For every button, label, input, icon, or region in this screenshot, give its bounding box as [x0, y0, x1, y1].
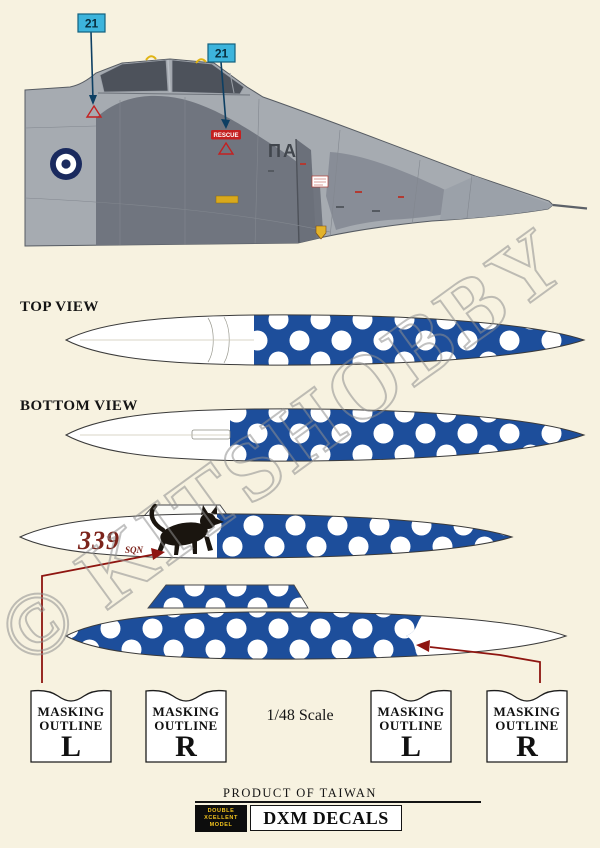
pylon-outline — [147, 584, 309, 609]
callout-leader-line — [90, 31, 94, 101]
camouflage-and-panels — [25, 95, 553, 246]
polka-dot-decal-area — [217, 513, 512, 559]
rescue-marking: RESCUE — [211, 130, 241, 155]
squadron-mascot-silhouette — [149, 503, 224, 555]
masking-outline-box-4: MASKING OUTLINE R — [486, 689, 568, 763]
callout-21-front: 21 — [207, 43, 236, 129]
masking-outline-shape — [370, 689, 452, 763]
brand-name: DXM DECALS — [250, 805, 402, 831]
fuel-tank-top-view — [64, 314, 586, 366]
side-letter: R — [516, 730, 538, 763]
dxm-logo: DOUBLE XCELLENT MODEL — [195, 805, 247, 832]
callout-arrowhead-icon — [89, 95, 97, 105]
side-letter: L — [401, 730, 421, 763]
masking-outline-box-3: MASKING OUTLINE L — [370, 689, 452, 763]
callout-arrowhead-icon — [221, 119, 230, 129]
logo-word: XCELLENT — [204, 815, 238, 822]
ejection-handle-icon — [145, 55, 157, 61]
side-letter: R — [175, 730, 197, 763]
callout-number: 21 — [215, 47, 229, 61]
panel-lines — [80, 316, 254, 364]
fuel-tank-side-view-left: 339 SQN — [18, 503, 514, 559]
footer-divider — [195, 801, 481, 803]
top-view-label: TOP VIEW — [20, 299, 99, 315]
tank-outline — [64, 314, 586, 366]
masking-word: MASKING — [377, 704, 444, 719]
canopy-release-triangle — [85, 104, 103, 118]
masking-word: MASKING — [37, 704, 104, 719]
callout-leader-line — [220, 61, 227, 125]
scale-label: 1/48 Scale — [266, 707, 334, 724]
callout-21-rear: 21 — [77, 13, 106, 105]
canopy — [97, 55, 251, 96]
stencil-markings — [215, 163, 404, 240]
outline-word: OUTLINE — [495, 718, 558, 733]
aircraft-side-view: ΠΑ RESCUE 21 — [24, 13, 588, 247]
outline-word: OUTLINE — [39, 718, 102, 733]
side-letter: L — [61, 730, 81, 763]
logo-word: MODEL — [209, 821, 233, 828]
masking-outline-shape — [145, 689, 227, 763]
fuel-tank-bottom-view — [64, 408, 586, 462]
tank-outline — [64, 408, 586, 462]
ejection-handle-icon — [195, 58, 207, 64]
masking-outline-shape — [30, 689, 112, 763]
bottom-view-label: BOTTOM VIEW — [20, 398, 138, 414]
rescue-label: RESCUE — [213, 133, 238, 139]
masking-word: MASKING — [152, 704, 219, 719]
hellenic-roundel — [50, 148, 82, 180]
sway-brace-slot — [191, 429, 231, 440]
pitot-tube — [552, 203, 588, 210]
pylon-decal-area — [148, 585, 308, 608]
outline-word: OUTLINE — [379, 718, 442, 733]
squadron-suffix: SQN — [125, 545, 144, 555]
tank-outline — [64, 611, 568, 660]
callout-number: 21 — [85, 17, 99, 31]
product-of-taiwan-label: PRODUCT OF TAIWAN — [223, 786, 377, 800]
logo-word: DOUBLE — [207, 808, 235, 815]
masking-word: MASKING — [493, 704, 560, 719]
masking-outline-shape — [486, 689, 568, 763]
fuel-tank-side-view-right — [64, 584, 568, 660]
masking-outline-box-2: MASKING OUTLINE R — [145, 689, 227, 763]
masking-outline-box-1: MASKING OUTLINE L — [30, 689, 112, 763]
outline-word: OUTLINE — [154, 718, 217, 733]
fuselage-code: ΠΑ — [268, 141, 298, 161]
squadron-number: 339 — [77, 526, 120, 555]
